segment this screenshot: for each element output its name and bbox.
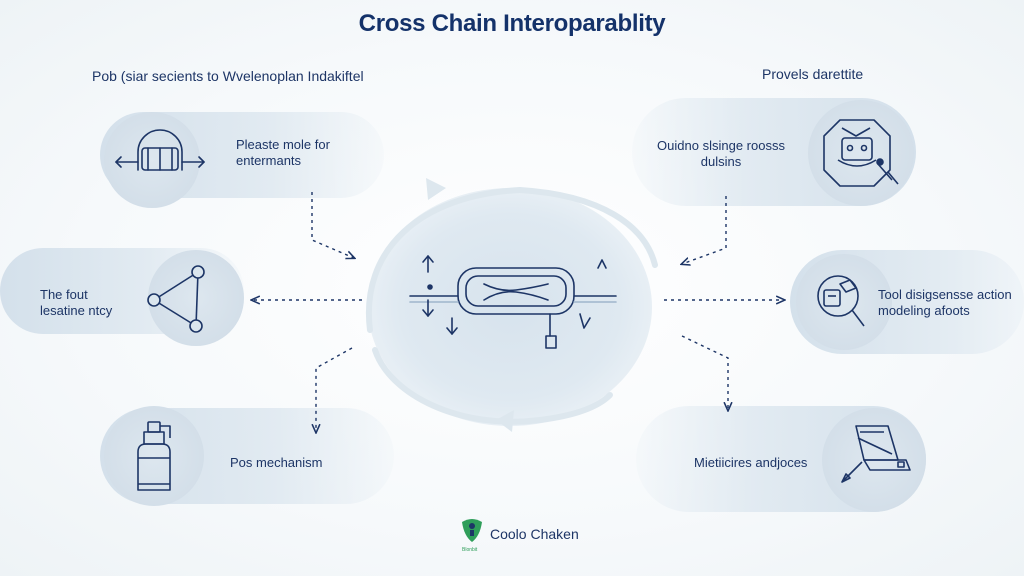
node-top-left-badge <box>104 112 200 208</box>
node-mid-left-line1: The fout <box>40 287 88 302</box>
laptop-pen-icon <box>841 425 911 483</box>
node-bottom-right-label: Mietiicires andjoces <box>694 455 808 470</box>
node-mid-right-line2: modeling afoots <box>878 303 970 318</box>
node-mid-right-label: Tool disigsensse action modeling afoots <box>878 287 1012 319</box>
chain-link-icon <box>409 255 617 349</box>
node-top-right-label: Ouidno slsinge roosss dulsins <box>656 138 786 170</box>
swirl-heads <box>426 178 514 432</box>
node-top-left-label: Pleaste mole for entermants <box>236 137 330 169</box>
brand-name: Coolo Chaken <box>490 526 579 542</box>
node-top-right-line1: Ouidno slsinge roosss <box>657 138 785 153</box>
left-section-title: Pob (siar secients to Wvelenoplan Indaki… <box>92 68 364 84</box>
central-hub <box>368 188 652 426</box>
bridge-arrows-icon <box>115 129 205 171</box>
right-section-title: Provels darettite <box>762 66 864 82</box>
node-mid-left-label: The fout lesatine ntcy <box>40 287 112 319</box>
triangle-network-icon <box>147 265 205 333</box>
node-bottom-left-label: Pos mechanism <box>230 455 323 470</box>
brand-logo-icon: Blonbit <box>462 519 482 553</box>
magnifier-tool-icon <box>817 275 865 327</box>
node-top-left-line1: Pleaste mole for <box>236 137 330 152</box>
page-title: Cross Chain Interoparablity <box>358 10 666 37</box>
node-mid-right-line1: Tool disigsensse action <box>878 287 1012 302</box>
octagon-robot-icon <box>823 119 899 187</box>
node-top-right-line2: dulsins <box>700 154 742 169</box>
node-top-right-badge <box>808 100 914 206</box>
node-top-left-line2: entermants <box>236 153 302 168</box>
bottle-icon <box>137 421 171 491</box>
node-mid-left-line2: lesatine ntcy <box>40 303 113 318</box>
brand-logo-subtext: Blonbit <box>462 547 478 553</box>
node-mid-right-badge <box>796 254 892 350</box>
dashed-connectors <box>252 192 784 432</box>
